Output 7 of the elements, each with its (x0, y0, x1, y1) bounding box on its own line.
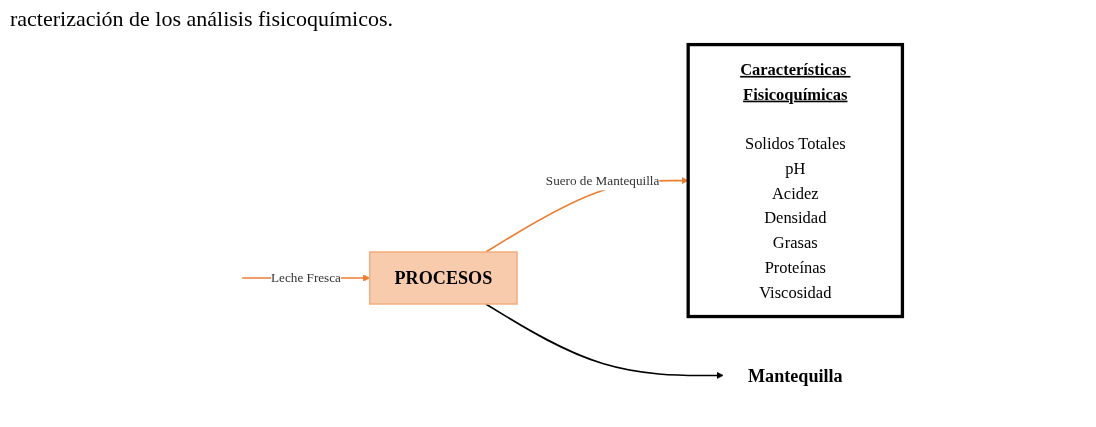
node-box: Características Fisicoquímicas Solidos Totales pH Acidez Densidad Grasas Proteínas Viscosidad (686, 42, 905, 319)
title: racterización de los análisis fisicoquímicos. (9, 5, 395, 33)
edge-label: Leche Fresca (271, 270, 342, 285)
node-text: Mantequilla (748, 365, 844, 386)
edge-label: Suero de Mantequilla (546, 173, 660, 188)
arrow (485, 303, 724, 380)
node-box: PROCESOS (369, 251, 519, 305)
